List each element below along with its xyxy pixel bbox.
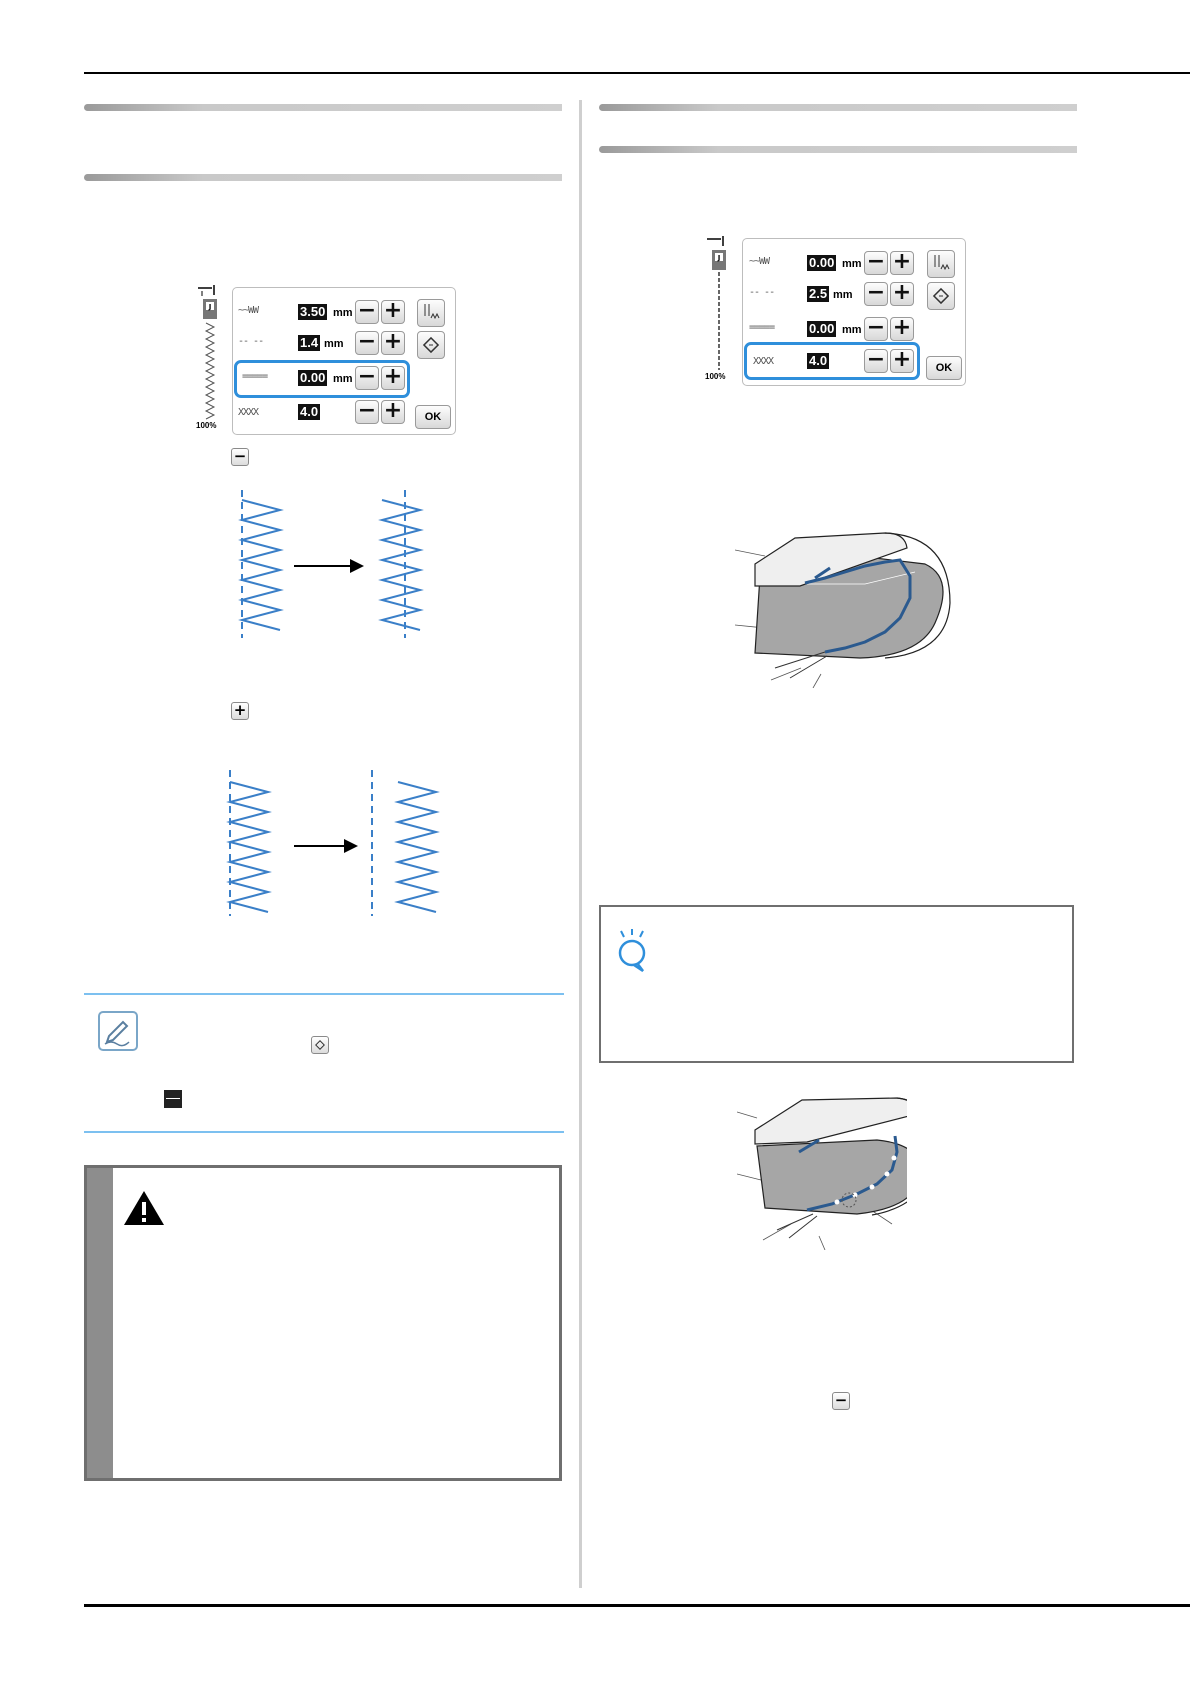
length-icon-right: -- -- bbox=[749, 287, 775, 298]
pattern-minus-button-right[interactable]: − bbox=[864, 349, 888, 373]
minus-key-icon: − bbox=[231, 448, 249, 466]
stitch-diagram-plus bbox=[226, 770, 440, 916]
zoom-label-right: 100% bbox=[705, 372, 726, 381]
tension-minus-button[interactable]: − bbox=[355, 366, 379, 390]
pattern-plus-button-right[interactable]: + bbox=[890, 349, 914, 373]
width-unit: mm bbox=[333, 307, 353, 319]
pattern-plus-button[interactable]: + bbox=[381, 400, 405, 424]
width-minus-button[interactable]: − bbox=[355, 300, 379, 324]
ok-button-right[interactable]: OK bbox=[926, 356, 962, 380]
width-icon-right: ~~WW bbox=[749, 256, 770, 267]
length-unit: mm bbox=[324, 338, 344, 350]
stitch-diagram-minus bbox=[238, 490, 424, 638]
highlight-frame bbox=[234, 360, 410, 398]
length-plus-button[interactable]: + bbox=[381, 331, 405, 355]
length-value-right: 2.5 bbox=[807, 286, 830, 302]
twin-needle-icon-right bbox=[934, 255, 950, 271]
note-icon bbox=[618, 929, 646, 973]
reset-button[interactable] bbox=[417, 331, 445, 359]
section-bar-bottom-right bbox=[599, 146, 1077, 153]
svg-text:J: J bbox=[717, 254, 721, 262]
fabric-illustration-bottom bbox=[737, 1097, 907, 1250]
ok-button[interactable]: OK bbox=[415, 405, 451, 429]
note-box bbox=[599, 905, 1074, 1063]
zoom-label: 100% bbox=[196, 421, 217, 430]
width-plus-button[interactable]: + bbox=[381, 300, 405, 324]
length-minus-button-right[interactable]: − bbox=[864, 282, 888, 306]
caution-strip bbox=[87, 1168, 113, 1478]
twin-needle-button-right[interactable] bbox=[927, 250, 955, 278]
memo-top-line bbox=[84, 993, 564, 995]
tension-icon: ===== bbox=[242, 371, 268, 382]
tension-plus-button[interactable]: + bbox=[381, 366, 405, 390]
reset-key-icon bbox=[311, 1036, 329, 1054]
tension-value: 0.00 bbox=[298, 370, 328, 386]
length-minus-button[interactable]: − bbox=[355, 331, 379, 355]
tension-unit-right: mm bbox=[842, 324, 862, 336]
presser-foot-icon: J bbox=[198, 285, 217, 420]
stitch-settings-screen-right: J 100% ~~WW 0.00 mm − + -- -- 2.5 mm − +… bbox=[705, 236, 967, 386]
pattern-minus-button[interactable]: − bbox=[355, 400, 379, 424]
tension-value-right: 0.00 bbox=[807, 321, 837, 337]
width-minus-button-right[interactable]: − bbox=[864, 251, 888, 275]
pattern-icon: XXXX bbox=[238, 407, 259, 418]
tension-minus-button-right[interactable]: − bbox=[864, 317, 888, 341]
footer-rule bbox=[84, 1604, 1190, 1607]
pattern-value: 4.0 bbox=[298, 404, 321, 420]
width-icon: ~~WW bbox=[238, 305, 259, 316]
pattern-value-right: 4.0 bbox=[807, 353, 830, 369]
reset-icon-right bbox=[932, 287, 950, 305]
width-value: 3.50 bbox=[298, 304, 328, 320]
stitch-symbol-icon bbox=[164, 1090, 182, 1108]
section-bar-top-right bbox=[599, 104, 1077, 111]
reset-button-right[interactable] bbox=[927, 282, 955, 310]
tension-plus-button-right[interactable]: + bbox=[890, 317, 914, 341]
width-value-right: 0.00 bbox=[807, 255, 837, 271]
twin-needle-button[interactable] bbox=[417, 299, 445, 327]
minus-key-icon-right: − bbox=[832, 1392, 850, 1410]
fabric-illustration-top bbox=[735, 532, 951, 688]
length-value: 1.4 bbox=[298, 335, 321, 351]
section-bar-top bbox=[84, 104, 562, 111]
length-icon: -- -- bbox=[238, 336, 264, 347]
section-bar-bottom bbox=[84, 174, 562, 181]
reset-icon bbox=[422, 336, 440, 354]
tension-unit: mm bbox=[333, 373, 353, 385]
width-plus-button-right[interactable]: + bbox=[890, 251, 914, 275]
memo-bottom-line bbox=[84, 1131, 564, 1133]
pattern-icon-right: XXXX bbox=[753, 356, 774, 367]
tension-icon-right: ===== bbox=[749, 322, 775, 333]
presser-foot-icon-right: J bbox=[707, 236, 726, 370]
stitch-settings-screen-left: J 100% ~~WW 3.50 mm − + -- -- 1.4 mm − +… bbox=[196, 285, 456, 435]
warning-icon bbox=[124, 1191, 164, 1225]
svg-text:J: J bbox=[208, 303, 212, 311]
plus-key-icon: + bbox=[231, 702, 249, 720]
twin-needle-icon bbox=[424, 304, 440, 320]
caution-box bbox=[84, 1165, 562, 1481]
width-unit-right: mm bbox=[842, 258, 862, 270]
highlight-frame-right bbox=[744, 342, 920, 380]
header-rule bbox=[84, 72, 1190, 74]
length-unit-right: mm bbox=[833, 289, 853, 301]
column-divider bbox=[579, 100, 582, 1588]
memo-icon bbox=[98, 1011, 138, 1051]
length-plus-button-right[interactable]: + bbox=[890, 282, 914, 306]
